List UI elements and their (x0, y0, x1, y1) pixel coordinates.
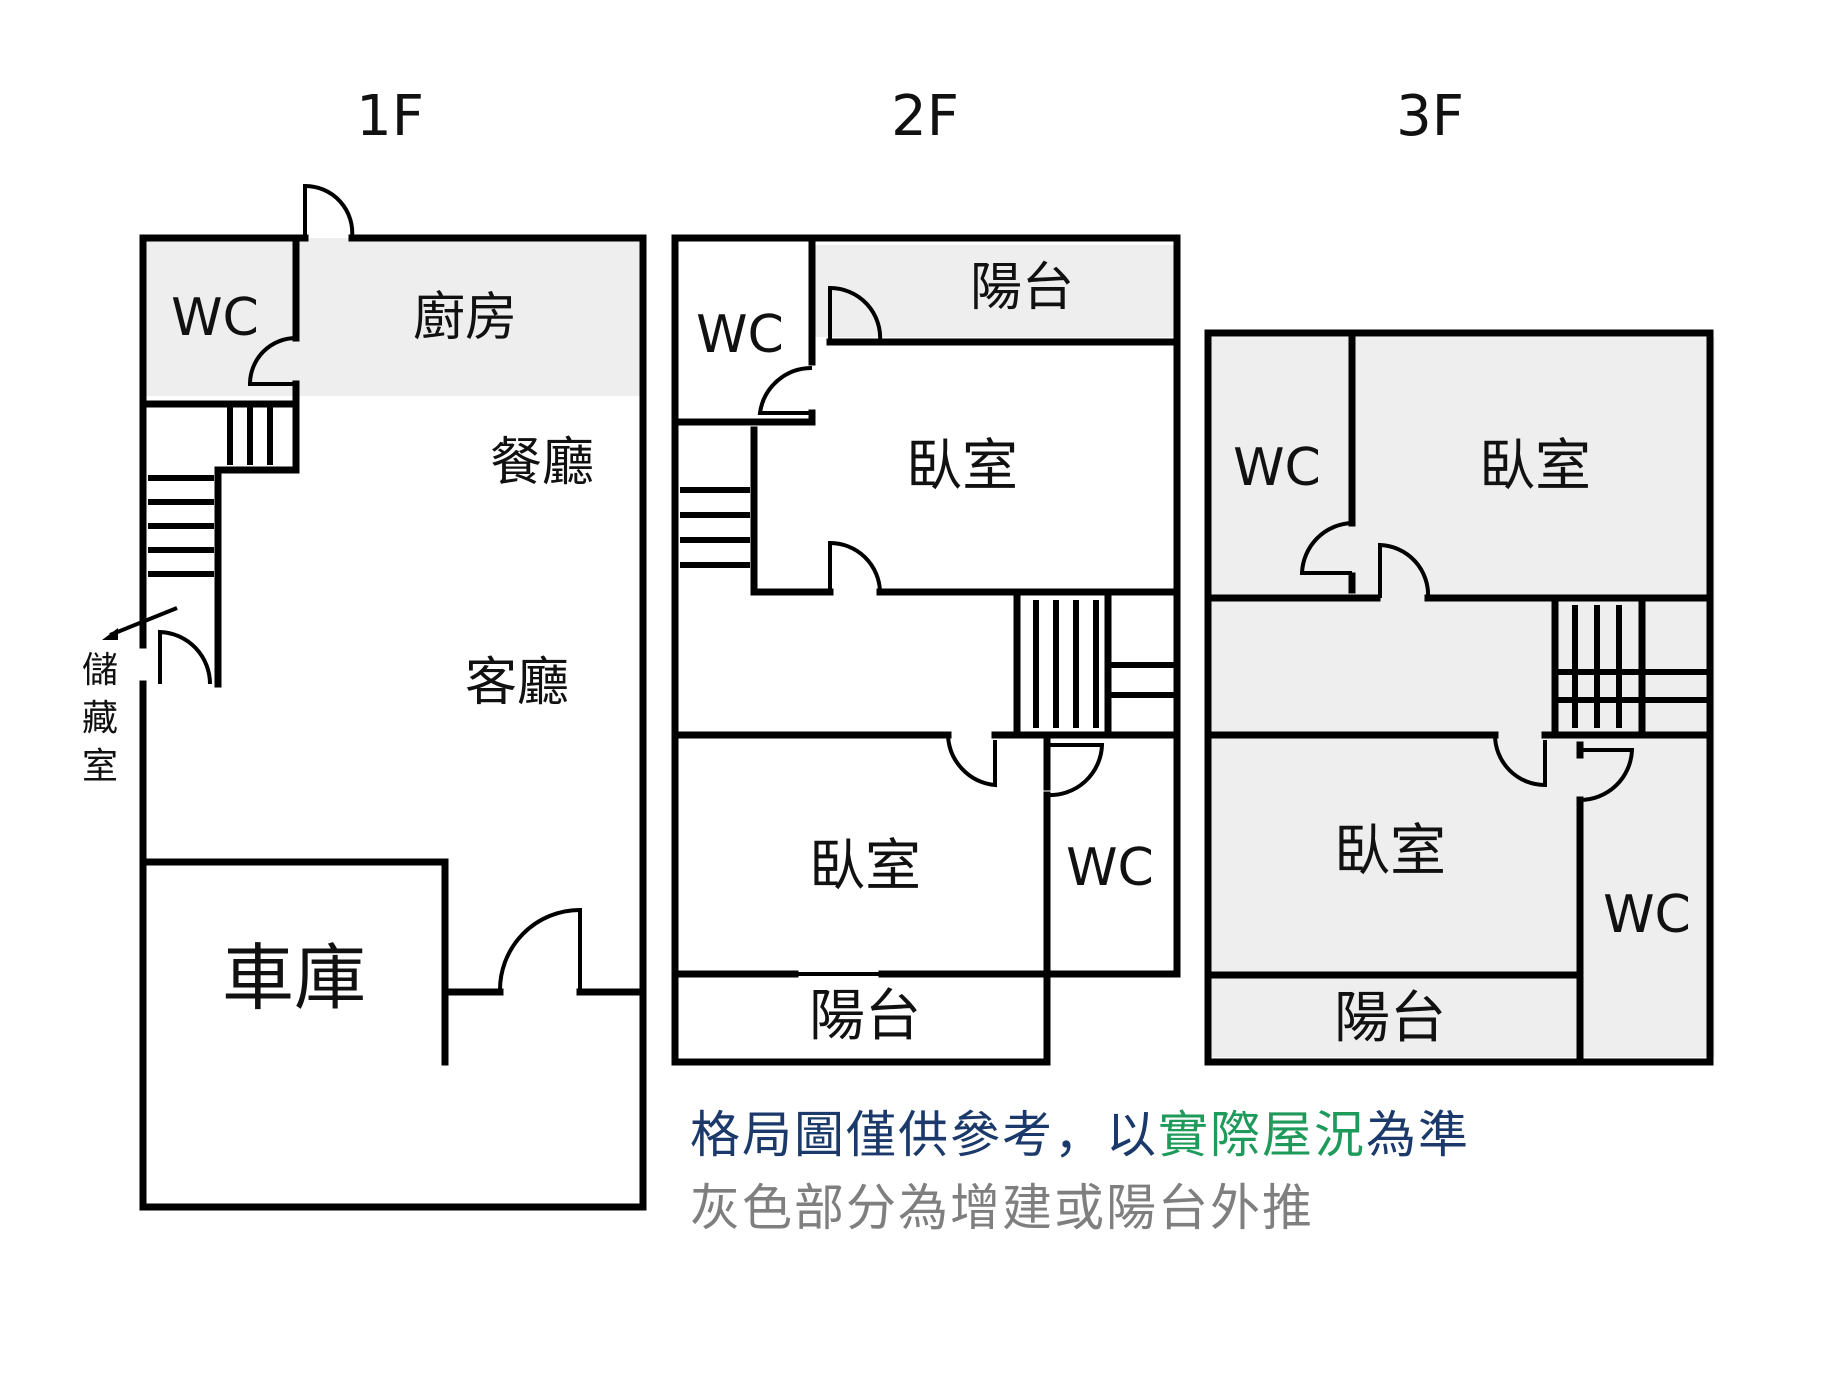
svg-text:儲: 儲 (82, 650, 118, 691)
room-storage: 儲 藏 室 (82, 650, 118, 787)
floor-title-2f: 2F (891, 84, 959, 149)
svg-text:藏: 藏 (82, 698, 118, 739)
disclaimer-part-1: 格局圖僅供參考，以 (690, 1106, 1158, 1164)
room-garage: 車庫 (222, 936, 366, 1020)
room-balcony-bottom: 陽台 (809, 984, 921, 1049)
room-bedroom-top: 臥室 (1479, 434, 1591, 499)
floor-1f: WC 廚房 餐廳 客廳 車庫 儲 藏 室 (82, 183, 647, 1211)
floor-2f: WC 陽台 臥室 臥室 WC 陽台 (671, 234, 1181, 1066)
disclaimer-note: 格局圖僅供參考，以實際屋況為準 (690, 1095, 1470, 1167)
room-wc: WC (171, 288, 259, 348)
room-bedroom-bottom: 臥室 (809, 834, 921, 899)
grey-area-wc-kitchen (143, 238, 643, 396)
stair-3f (1555, 605, 1710, 728)
room-wc-top: WC (696, 305, 784, 365)
room-wc-top: WC (1233, 438, 1321, 498)
stair-2f-right (1033, 600, 1177, 728)
room-bedroom-top: 臥室 (906, 434, 1018, 499)
grey-area-balcony-top (812, 245, 1177, 337)
disclaimer-part-3: 為準 (1366, 1106, 1470, 1164)
disclaimer-part-2: 實際屋況 (1158, 1106, 1366, 1164)
floor-title-1f: 1F (356, 84, 424, 149)
floor-title-3f: 3F (1396, 84, 1464, 149)
room-living: 客廳 (465, 653, 569, 713)
room-dining: 餐廳 (490, 433, 594, 493)
grey-area-note: 灰色部分為增建或陽台外推 (690, 1179, 1314, 1237)
floor-3f: WC 臥室 臥室 WC 陽台 (1204, 329, 1715, 1066)
room-balcony-top: 陽台 (970, 258, 1074, 318)
room-wc-bottom: WC (1603, 885, 1691, 945)
room-kitchen: 廚房 (413, 288, 517, 348)
room-bedroom-bottom: 臥室 (1334, 819, 1446, 884)
svg-text:室: 室 (82, 746, 118, 787)
stair-2f-left (680, 487, 750, 568)
room-balcony: 陽台 (1334, 986, 1446, 1051)
room-wc-bottom: WC (1066, 838, 1154, 898)
stair-1f (148, 404, 273, 577)
